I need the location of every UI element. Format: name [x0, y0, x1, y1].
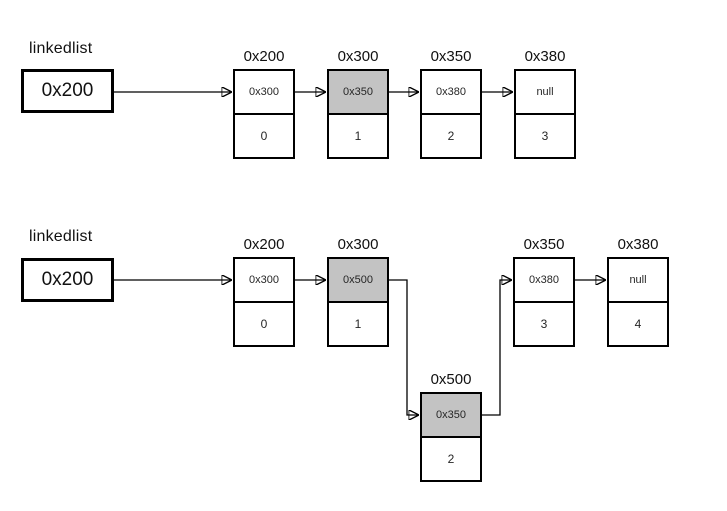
head-pointer-value: 0x200: [41, 80, 94, 101]
node-box: 0x380 3: [513, 257, 575, 347]
node-value-cell: 2: [422, 436, 480, 480]
node-next-cell: 0x380: [515, 259, 573, 301]
node-next-cell: null: [516, 71, 574, 113]
node-next-cell-highlighted: 0x350: [422, 394, 480, 436]
node-next-cell: 0x300: [235, 259, 293, 301]
node-address-label: 0x350: [523, 236, 565, 253]
head-pointer-value: 0x200: [41, 269, 94, 290]
node: 0x200 0x300 0: [233, 47, 295, 159]
node: 0x380 null 4: [607, 235, 669, 347]
node: 0x200 0x300 0: [233, 235, 295, 347]
node: 0x380 null 3: [514, 47, 576, 159]
node-value-cell: 3: [516, 113, 574, 157]
node-value-cell: 1: [329, 113, 387, 157]
node-value-cell: 3: [515, 301, 573, 345]
node-address-label: 0x380: [617, 236, 659, 253]
node-next-cell-highlighted: 0x350: [329, 71, 387, 113]
node-address-label: 0x200: [243, 236, 285, 253]
node-address-label: 0x300: [337, 48, 379, 65]
arrow-to-inserted-node: [389, 279, 418, 415]
node-box: 0x300 0: [233, 257, 295, 347]
head-pointer-box: 0x200: [21, 69, 114, 113]
node-next-cell: null: [609, 259, 667, 301]
node-value-cell: 2: [422, 113, 480, 157]
node: 0x300 0x500 1: [327, 235, 389, 347]
node: 0x300 0x350 1: [327, 47, 389, 159]
inserted-node: 0x500 0x350 2: [420, 370, 482, 482]
node-address-label: 0x200: [243, 48, 285, 65]
head-pointer-box: 0x200: [21, 258, 114, 302]
node-address-label: 0x300: [337, 236, 379, 253]
arrow-from-inserted-node: [482, 280, 511, 416]
node-box: null 4: [607, 257, 669, 347]
node-value-cell: 0: [235, 301, 293, 345]
node-next-cell: 0x380: [422, 71, 480, 113]
node-value-cell: 0: [235, 113, 293, 157]
list-variable-label: linkedlist: [29, 228, 93, 245]
node-box: 0x350 1: [327, 69, 389, 159]
node-next-cell-highlighted: 0x500: [329, 259, 387, 301]
node-address-label: 0x500: [430, 371, 472, 388]
node-value-cell: 4: [609, 301, 667, 345]
node-next-cell: 0x300: [235, 71, 293, 113]
node-address-label: 0x350: [430, 48, 472, 65]
node-box: 0x380 2: [420, 69, 482, 159]
list-variable-label: linkedlist: [29, 40, 93, 57]
node-box: null 3: [514, 69, 576, 159]
node-box: 0x300 0: [233, 69, 295, 159]
node-address-label: 0x380: [524, 48, 566, 65]
node-box: 0x500 1: [327, 257, 389, 347]
node-box: 0x350 2: [420, 392, 482, 482]
node: 0x350 0x380 2: [420, 47, 482, 159]
node-value-cell: 1: [329, 301, 387, 345]
node: 0x350 0x380 3: [513, 235, 575, 347]
